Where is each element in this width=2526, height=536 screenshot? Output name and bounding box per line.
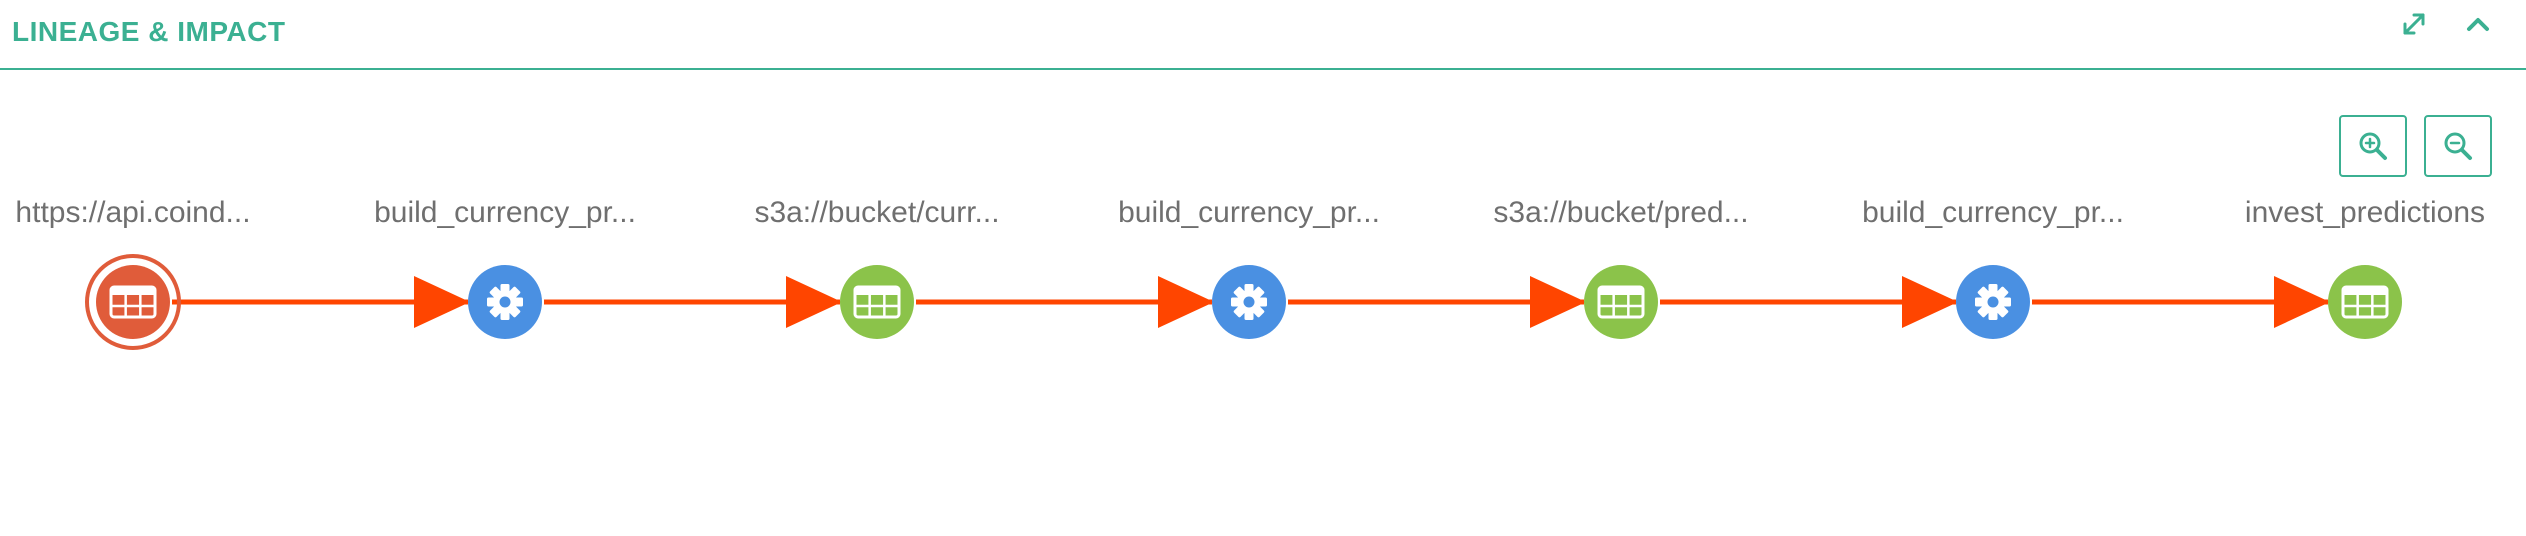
node-circle — [96, 265, 170, 339]
selected-ring — [85, 254, 181, 350]
expand-button[interactable] — [2392, 2, 2436, 46]
node-label: build_currency_pr... — [1862, 196, 2124, 229]
lineage-node-job[interactable]: build_currency_pr... — [374, 196, 636, 339]
node-label: https://api.coind... — [15, 196, 250, 229]
table-icon — [2341, 285, 2389, 319]
gear-icon — [1975, 284, 2011, 320]
panel-header: LINEAGE & IMPACT — [0, 0, 2526, 70]
table-icon — [109, 285, 157, 319]
lineage-node-source[interactable]: https://api.coind... — [15, 196, 251, 350]
zoom-out-button[interactable] — [2424, 115, 2492, 177]
lineage-node-dataset[interactable]: s3a://bucket/pred... — [1493, 196, 1749, 339]
lineage-node-job[interactable]: build_currency_pr... — [1118, 196, 1380, 339]
table-icon — [853, 285, 901, 319]
node-label: build_currency_pr... — [1118, 196, 1380, 229]
lineage-node-dataset[interactable]: invest_predictions — [2245, 196, 2485, 339]
node-label: build_currency_pr... — [374, 196, 636, 229]
zoom-out-icon — [2444, 132, 2472, 160]
zoom-in-icon — [2359, 132, 2387, 160]
gear-icon — [487, 284, 523, 320]
expand-icon — [2403, 13, 2425, 35]
zoom-in-button[interactable] — [2339, 115, 2407, 177]
gear-icon — [1231, 284, 1267, 320]
panel-title: LINEAGE & IMPACT — [12, 16, 286, 47]
table-icon — [1597, 285, 1645, 319]
node-label: s3a://bucket/curr... — [754, 196, 999, 229]
lineage-node-dataset[interactable]: s3a://bucket/curr... — [754, 196, 1000, 339]
node-label: invest_predictions — [2245, 196, 2485, 229]
node-circle — [2328, 265, 2402, 339]
lineage-node-job[interactable]: build_currency_pr... — [1862, 196, 2124, 339]
node-circle — [1584, 265, 1658, 339]
chevron-up-icon — [2467, 18, 2489, 31]
node-label: s3a://bucket/pred... — [1493, 196, 1748, 229]
collapse-button[interactable] — [2456, 2, 2500, 46]
node-circle — [840, 265, 914, 339]
